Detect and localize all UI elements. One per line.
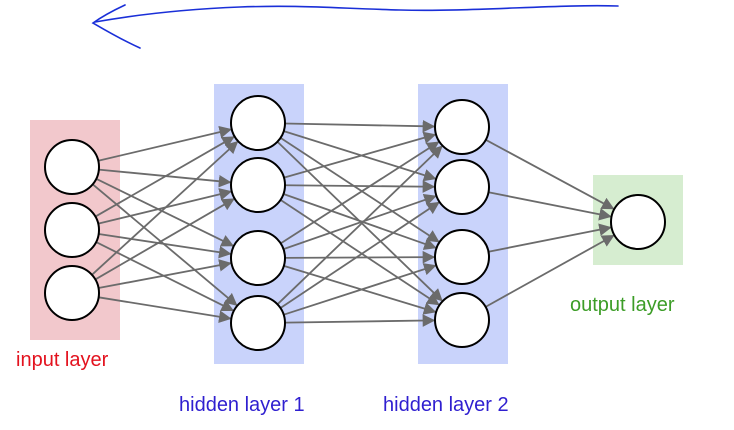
connection-hidden-2-4-to-output-1 <box>485 234 615 308</box>
connection-hidden-1-4-to-hidden-2-3 <box>283 263 437 316</box>
connection-input-1-to-hidden-1-1 <box>98 125 232 162</box>
connection-hidden-2-2-to-output-1 <box>488 191 612 221</box>
connection-input-3-to-hidden-1-3 <box>98 259 232 289</box>
connection-input-3-to-hidden-1-1 <box>91 141 239 276</box>
hidden-2-neuron-1 <box>434 99 490 155</box>
connection-hidden-1-2-to-hidden-2-2 <box>284 180 436 193</box>
connection-input-1-to-hidden-1-3 <box>95 178 234 247</box>
output-layer-label: output layer <box>570 294 675 316</box>
hidden-1-neuron-2 <box>230 157 286 213</box>
hidden-2-neuron-4 <box>434 292 490 348</box>
hidden-layer-1-label: hidden layer 1 <box>179 394 305 416</box>
connection-hidden-1-4-to-hidden-2-1 <box>276 145 443 305</box>
hidden-1-neuron-4 <box>230 295 286 351</box>
connection-input-3-to-hidden-1-4 <box>98 296 232 323</box>
connection-input-2-to-hidden-1-1 <box>94 136 235 218</box>
connection-hidden-1-4-to-hidden-2-2 <box>279 201 440 309</box>
connection-input-3-to-hidden-1-2 <box>94 198 235 281</box>
output-neuron-1 <box>610 194 666 250</box>
arrow-head <box>91 4 141 49</box>
connection-hidden-2-1-to-output-1 <box>485 139 615 210</box>
connection-hidden-1-1-to-hidden-2-3 <box>280 137 440 243</box>
connection-hidden-1-3-to-hidden-2-3 <box>284 250 436 264</box>
input-layer-label: input layer <box>16 349 109 371</box>
connection-input-2-to-hidden-1-3 <box>98 233 232 259</box>
arrow-shaft <box>94 4 619 23</box>
hand-drawn-arrow-annotation <box>91 4 619 49</box>
hidden-2-neuron-3 <box>434 229 490 285</box>
connection-hidden-1-1-to-hidden-2-1 <box>284 119 436 133</box>
input-neuron-3 <box>44 265 100 321</box>
connection-hidden-1-2-to-hidden-2-3 <box>283 193 437 250</box>
hidden-2-neuron-2 <box>434 159 490 215</box>
connection-hidden-1-1-to-hidden-2-2 <box>283 130 437 182</box>
input-neuron-1 <box>44 139 100 195</box>
connection-hidden-1-3-to-hidden-2-2 <box>283 193 437 250</box>
hidden-1-neuron-1 <box>230 95 286 151</box>
connection-hidden-2-3-to-output-1 <box>488 223 612 253</box>
connection-hidden-1-4-to-hidden-2-4 <box>284 314 436 327</box>
connection-hidden-1-2-to-hidden-2-4 <box>280 199 440 306</box>
input-neuron-2 <box>44 202 100 258</box>
connection-hidden-1-2-to-hidden-2-1 <box>283 131 437 179</box>
hidden-layer-2-label: hidden layer 2 <box>383 394 509 416</box>
hidden-1-neuron-3 <box>230 230 286 286</box>
connection-hidden-1-3-to-hidden-2-1 <box>280 141 440 245</box>
